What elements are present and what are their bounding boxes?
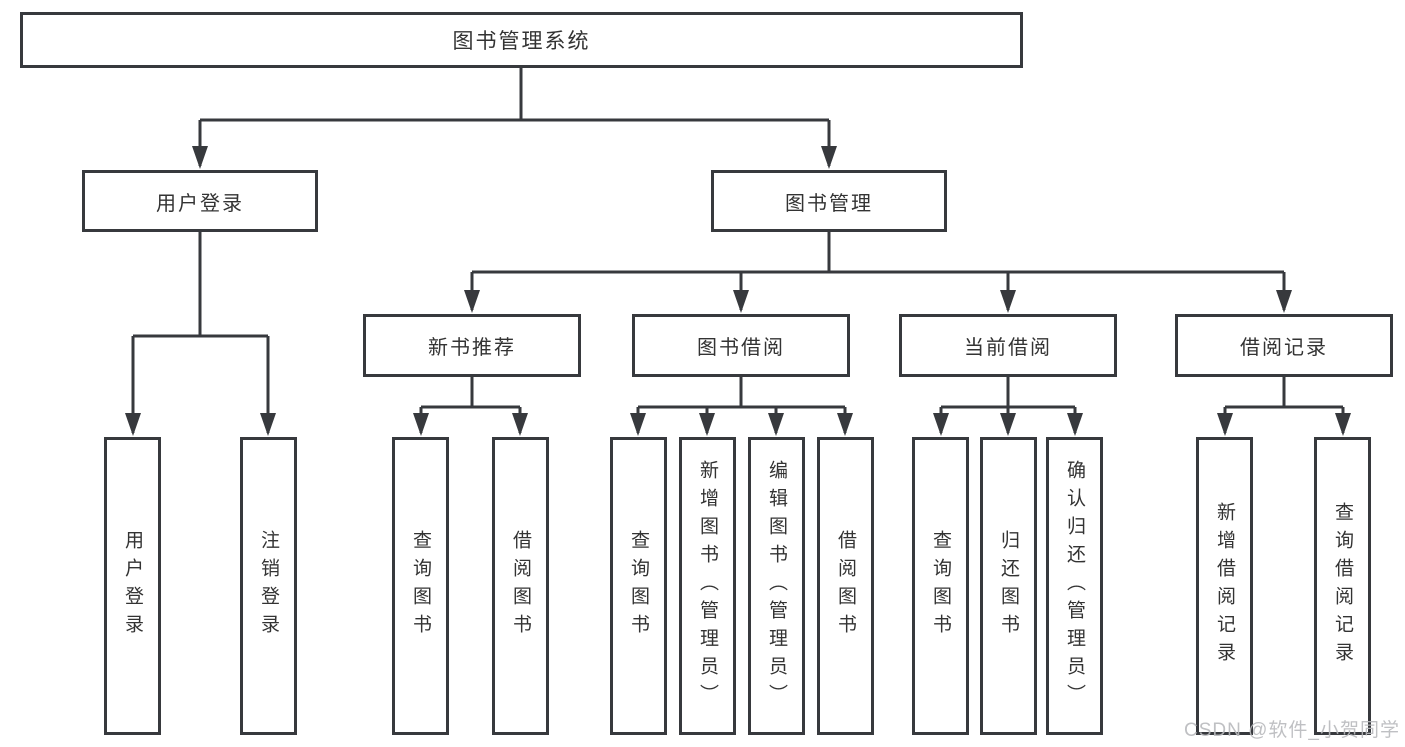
leaf-confirm-return-admin-label: 确认归还（管理员） — [1064, 460, 1085, 712]
leaf-logout-label: 注销登录 — [258, 530, 279, 642]
leaf-add-borrow-record-label: 新增借阅记录 — [1214, 502, 1235, 670]
leaf-logout: 注销登录 — [240, 437, 297, 735]
node-user-login: 用户登录 — [82, 170, 318, 232]
leaf-borrow-books-recommend: 借阅图书 — [492, 437, 549, 735]
leaf-return-book: 归还图书 — [980, 437, 1037, 735]
node-book-borrowing-label: 图书借阅 — [697, 337, 785, 359]
leaf-query-borrow-record-label: 查询借阅记录 — [1332, 502, 1353, 670]
leaf-query-books-recommend-label: 查询图书 — [410, 530, 431, 642]
leaf-borrow-book-label: 借阅图书 — [835, 530, 856, 642]
leaf-borrow-books-recommend-label: 借阅图书 — [510, 530, 531, 642]
node-book-borrowing: 图书借阅 — [632, 314, 850, 377]
node-library-management-system-label: 图书管理系统 — [452, 30, 591, 53]
leaf-edit-book-admin: 编辑图书（管理员） — [748, 437, 805, 735]
node-new-book-recommend-label: 新书推荐 — [428, 337, 516, 359]
node-new-book-recommend: 新书推荐 — [363, 314, 581, 377]
leaf-add-book-admin: 新增图书（管理员） — [679, 437, 736, 735]
leaf-query-books-current: 查询图书 — [912, 437, 969, 735]
leaf-confirm-return-admin: 确认归还（管理员） — [1046, 437, 1103, 735]
leaf-return-book-label: 归还图书 — [998, 530, 1019, 642]
leaf-add-book-admin-label: 新增图书（管理员） — [697, 460, 718, 712]
node-library-management-system: 图书管理系统 — [20, 12, 1023, 68]
leaf-query-books-current-label: 查询图书 — [930, 530, 951, 642]
leaf-user-login-label: 用户登录 — [122, 530, 143, 642]
node-current-borrowing-label: 当前借阅 — [964, 337, 1052, 359]
leaf-add-borrow-record: 新增借阅记录 — [1196, 437, 1253, 735]
node-book-management-label: 图书管理 — [785, 192, 873, 215]
leaf-query-books-recommend: 查询图书 — [392, 437, 449, 735]
node-current-borrowing: 当前借阅 — [899, 314, 1117, 377]
leaf-user-login: 用户登录 — [104, 437, 161, 735]
leaf-borrow-book: 借阅图书 — [817, 437, 874, 735]
leaf-edit-book-admin-label: 编辑图书（管理员） — [766, 460, 787, 712]
node-borrowing-records: 借阅记录 — [1175, 314, 1393, 377]
node-book-management: 图书管理 — [711, 170, 947, 232]
node-user-login-label: 用户登录 — [156, 192, 244, 215]
leaf-query-books-borrowing: 查询图书 — [610, 437, 667, 735]
csdn-watermark: CSDN @软件_小贺同学 — [1184, 720, 1400, 741]
node-borrowing-records-label: 借阅记录 — [1240, 337, 1328, 359]
leaf-query-borrow-record: 查询借阅记录 — [1314, 437, 1371, 735]
leaf-query-books-borrowing-label: 查询图书 — [628, 530, 649, 642]
